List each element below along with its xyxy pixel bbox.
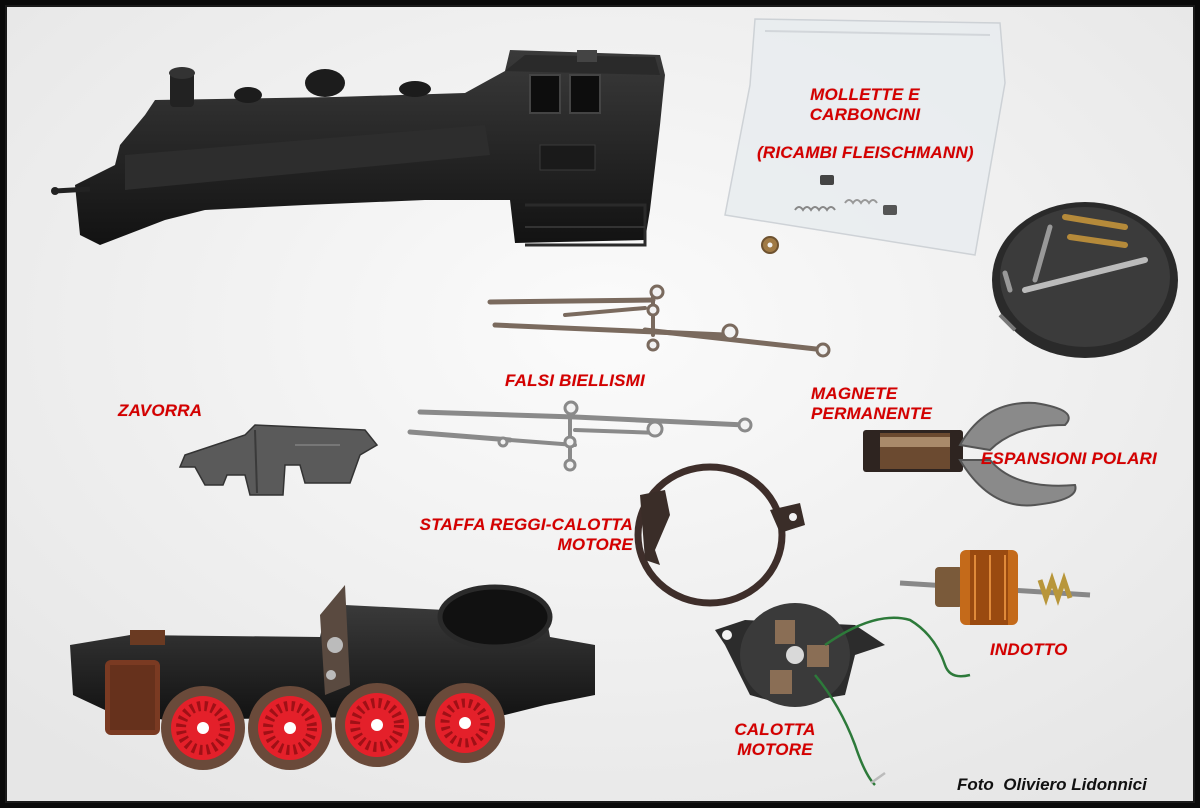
label-calotta-line1: CALOTTA <box>734 720 816 739</box>
drive-wheel <box>248 686 332 770</box>
spare-parts-bag <box>724 18 1006 256</box>
ballast-weight <box>178 424 379 496</box>
armature <box>899 550 1091 625</box>
label-calotta-line2: MOTORE <box>737 740 813 759</box>
label-espansioni-polari: ESPANSIONI POLARI <box>981 449 1157 468</box>
drive-wheel <box>335 683 419 767</box>
label-magnete-line1: MAGNETE <box>811 384 898 403</box>
label-mollette-line2: CARBONCINI <box>809 105 921 124</box>
motor-end-cap <box>715 603 971 786</box>
label-mollette: MOLLETTE E CARBONCINI <box>780 85 950 125</box>
locomotive-chassis <box>70 584 595 770</box>
carbon-brush-icon <box>820 175 834 185</box>
label-mollette-line1: MOLLETTE E <box>810 85 920 104</box>
drive-wheel <box>161 686 245 770</box>
connecting-rods-lower <box>407 400 753 472</box>
label-falsi-biellismi: FALSI BIELLISMI <box>505 371 645 390</box>
label-indotto: INDOTTO <box>990 640 1068 659</box>
screw-icon <box>1022 257 1148 293</box>
permanent-magnet-assembly <box>863 401 1077 507</box>
screw-icon <box>1062 214 1128 230</box>
screw-tin <box>992 202 1178 358</box>
label-staffa-line2: MOTORE <box>557 535 633 554</box>
label-staffa-line1: STAFFA REGGI-CALOTTA <box>419 515 633 534</box>
disassembled-locomotive-photo <box>5 5 1195 803</box>
label-magnete: MAGNETE PERMANENTE <box>811 384 932 424</box>
connecting-rods-upper <box>487 284 831 358</box>
motor-bracket <box>634 463 805 607</box>
label-staffa: STAFFA REGGI-CALOTTA MOTORE <box>375 515 633 555</box>
spring-icon <box>844 199 878 205</box>
locomotive-body-shell <box>51 50 665 247</box>
label-magnete-line2: PERMANENTE <box>811 404 933 423</box>
label-ricambi: (RICAMBI FLEISCHMANN) <box>757 143 974 162</box>
screw-icon <box>1067 234 1128 248</box>
label-zavorra: ZAVORRA <box>118 401 203 420</box>
drive-wheel <box>425 683 505 763</box>
label-calotta: CALOTTA MOTORE <box>720 720 830 760</box>
photo-credit: Foto Oliviero Lidonnici <box>957 775 1147 794</box>
carbon-brush-icon <box>883 205 897 215</box>
spring-icon <box>794 206 836 212</box>
